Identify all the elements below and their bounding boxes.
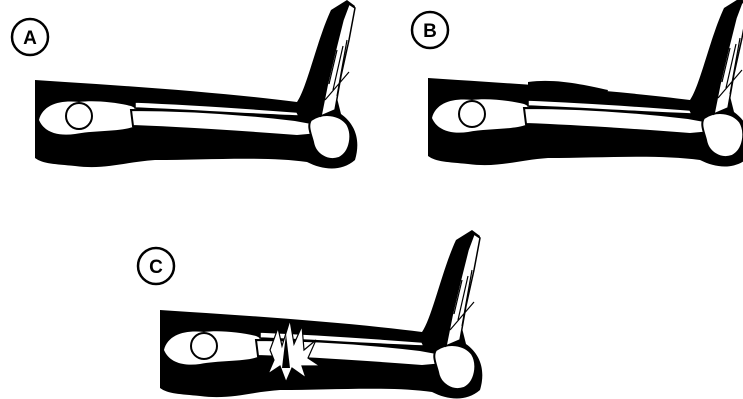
- panel-b-label: B: [423, 21, 437, 42]
- panel-c: C: [138, 230, 482, 399]
- panel-b: B: [412, 0, 743, 167]
- panel-a-badge: A: [12, 19, 48, 55]
- leg-drawing-b: [428, 0, 743, 167]
- panel-b-badge: B: [412, 12, 448, 48]
- leg-drawing-a: [35, 0, 357, 169]
- panel-a-label: A: [23, 28, 37, 49]
- panel-c-label: C: [149, 257, 163, 278]
- leg-drawing-c: [160, 230, 482, 399]
- panel-a: A: [12, 0, 357, 169]
- panel-c-badge: C: [138, 248, 174, 284]
